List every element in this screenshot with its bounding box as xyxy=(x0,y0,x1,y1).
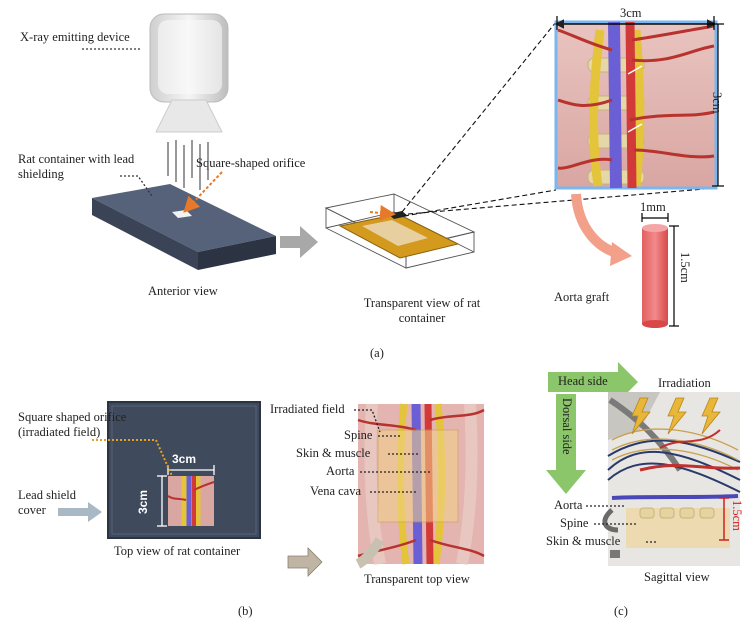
dorsal-arrow xyxy=(546,394,586,494)
lead-box-anterior xyxy=(92,184,276,270)
top-view-caption: Top view of rat container xyxy=(114,544,241,558)
orifice-width-dim: 3cm xyxy=(172,452,197,466)
shield-arrow xyxy=(58,502,102,522)
irradiated-field-label: Irradiated field xyxy=(270,402,345,416)
graft-length: 1.5cm xyxy=(678,252,692,283)
orifice-label-b: Square shaped orifice (irradiated field) xyxy=(18,410,127,439)
graft-label: Aorta graft xyxy=(554,290,610,304)
irradiation-label: Irradiation xyxy=(658,376,711,390)
grey-arrow-a xyxy=(280,226,318,258)
xray-device-label: X-ray emitting device xyxy=(20,30,130,44)
container-label: Rat container with lead shielding xyxy=(18,152,135,181)
inset-height-dim: 3cm xyxy=(710,92,724,114)
transparent-top-view xyxy=(355,403,485,569)
transparent-caption: Transparent view of rat container xyxy=(363,296,481,325)
anterior-caption: Anterior view xyxy=(148,284,218,298)
shield-label: Lead shield cover xyxy=(18,488,76,517)
grey-arrow-b xyxy=(287,547,323,577)
graft-diameter: 1mm xyxy=(640,200,666,214)
transparent-top-caption: Transparent top view xyxy=(364,572,470,586)
panel-letter-a: (a) xyxy=(370,346,384,360)
panel-letter-b: (b) xyxy=(238,604,253,618)
xray-beams xyxy=(167,140,209,190)
irradiation-bolts xyxy=(631,397,721,435)
sagittal-caption: Sagittal view xyxy=(644,570,710,584)
panel-letter-c: (c) xyxy=(614,604,628,618)
skin-label-b: Skin & muscle xyxy=(296,446,371,460)
spine-label-c: Spine xyxy=(560,516,589,530)
aorta-graft-cylinder xyxy=(642,224,668,328)
orifice-label: Square-shaped orifice xyxy=(196,156,306,170)
spine-label-b: Spine xyxy=(344,428,373,442)
vena-cava-label: Vena cava xyxy=(310,484,362,498)
head-side-label: Head side xyxy=(558,374,608,388)
inset-width-dim: 3cm xyxy=(620,6,642,20)
orifice-height-dim: 3cm xyxy=(136,489,150,514)
xray-device xyxy=(149,13,229,133)
aorta-label-c: Aorta xyxy=(554,498,583,512)
aorta-label-b: Aorta xyxy=(326,464,355,478)
skin-label-c: Skin & muscle xyxy=(546,534,621,548)
zoom-inset xyxy=(554,20,718,190)
dorsal-side-label: Dorsal side xyxy=(560,398,574,455)
depth-dim: 1.5cm xyxy=(730,500,744,531)
